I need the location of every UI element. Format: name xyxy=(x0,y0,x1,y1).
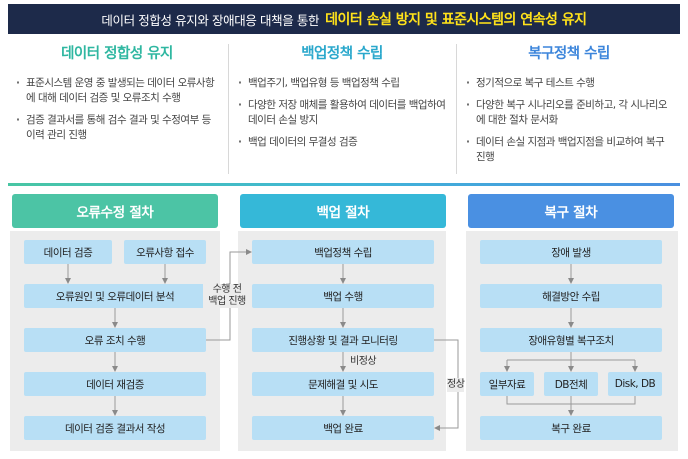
label-pre-backup-line2: 백업 진행 xyxy=(208,296,246,307)
box-backup-resolve: 문제해결 및 시도 xyxy=(252,372,434,396)
banner-highlight: 데이터 손실 방지 및 표준시스템의 연속성 유지 xyxy=(325,12,587,28)
policy-title: 복구정책 수립 xyxy=(528,45,610,62)
box-partial-data: 일부자료 xyxy=(480,372,534,396)
error-procedure-header: 오류수정 절차 xyxy=(12,194,218,228)
policy-bullet: 백업주기, 백업유형 등 백업정책 수립 xyxy=(238,76,448,91)
box-full-db: DB전체 xyxy=(544,372,598,396)
policy-data-integrity: 데이터 정합성 유지 표준시스템 운영 중 발생되는 데이터 오류사항에 대해 … xyxy=(8,38,226,181)
policy-recovery: 복구정책 수립 정기적으로 복구 테스트 수행 다양한 복구 시나리오를 준비하… xyxy=(458,38,680,181)
banner-lead: 데이터 정합성 유지와 장애대응 대책을 통한 xyxy=(101,12,320,28)
box-recovery-done: 복구 완료 xyxy=(480,416,662,440)
policy-title: 백업정책 수립 xyxy=(301,45,383,62)
policy-bullet: 다양한 저장 매체를 활용하여 데이터를 백업하여 데이터 손실 방지 xyxy=(238,98,448,128)
box-error-fix: 오류 조치 수행 xyxy=(24,328,206,352)
policy-bullets: 정기적으로 복구 테스트 수행 다양한 복구 시나리오를 준비하고, 각 시나리… xyxy=(458,76,680,165)
box-recovery-measure: 장애유형별 복구조치 xyxy=(480,328,662,352)
column-divider xyxy=(456,44,457,174)
recovery-procedure-header: 복구 절차 xyxy=(468,194,674,228)
policy-bullet: 백업 데이터의 무결성 검증 xyxy=(238,135,448,150)
box-disk-db: Disk, DB xyxy=(608,372,662,396)
title-banner: 데이터 정합성 유지와 장애대응 대책을 통한 데이터 손실 방지 및 표준시스… xyxy=(8,4,680,34)
box-data-verify: 데이터 검증 xyxy=(24,240,112,264)
policy-bullet: 데이터 손실 지점과 백업지점을 비교하여 복구 진행 xyxy=(466,135,674,165)
policy-bullets: 표준시스템 운영 중 발생되는 데이터 오류사항에 대해 데이터 검증 및 오류… xyxy=(8,76,226,143)
box-verify-report: 데이터 검증 결과서 작성 xyxy=(24,416,206,440)
policy-backup: 백업정책 수립 백업주기, 백업유형 등 백업정책 수립 다양한 저장 매체를 … xyxy=(230,38,454,181)
box-backup-done: 백업 완료 xyxy=(252,416,434,440)
box-incident: 장애 발생 xyxy=(480,240,662,264)
policy-bullet: 표준시스템 운영 중 발생되는 데이터 오류사항에 대해 데이터 검증 및 오류… xyxy=(16,76,220,106)
box-backup-plan: 백업정책 수립 xyxy=(252,240,434,264)
box-error-receive: 오류사항 접수 xyxy=(124,240,206,264)
backup-procedure-header: 백업 절차 xyxy=(240,194,446,228)
policy-bullets: 백업주기, 백업유형 등 백업정책 수립 다양한 저장 매체를 활용하여 데이터… xyxy=(230,76,454,150)
label-pre-backup: 수행 전 백업 진행 xyxy=(203,284,251,308)
box-backup-monitor: 진행상황 및 결과 모니터링 xyxy=(252,328,434,352)
label-normal: 정상 xyxy=(447,378,465,392)
policy-bullet: 검증 결과서를 통해 검수 결과 및 수정여부 등 이력 관리 진행 xyxy=(16,113,220,143)
column-divider xyxy=(228,44,229,174)
section-divider-bar xyxy=(8,183,680,186)
policy-bullet: 정기적으로 복구 테스트 수행 xyxy=(466,76,674,91)
policy-title: 데이터 정합성 유지 xyxy=(61,45,173,62)
branch-measure-to-types xyxy=(507,352,635,361)
merge-types-to-done xyxy=(506,396,636,405)
box-recovery-plan: 해결방안 수립 xyxy=(480,284,662,308)
box-data-reverify: 데이터 재검증 xyxy=(24,372,206,396)
box-error-analyze: 오류원인 및 오류데이터 분석 xyxy=(24,284,206,308)
label-pre-backup-line1: 수행 전 xyxy=(212,284,242,295)
box-backup-run: 백업 수행 xyxy=(252,284,434,308)
label-abnormal: 비정상 xyxy=(350,356,377,367)
policy-bullet: 다양한 복구 시나리오를 준비하고, 각 시나리오에 대한 절차 문서화 xyxy=(466,98,674,128)
